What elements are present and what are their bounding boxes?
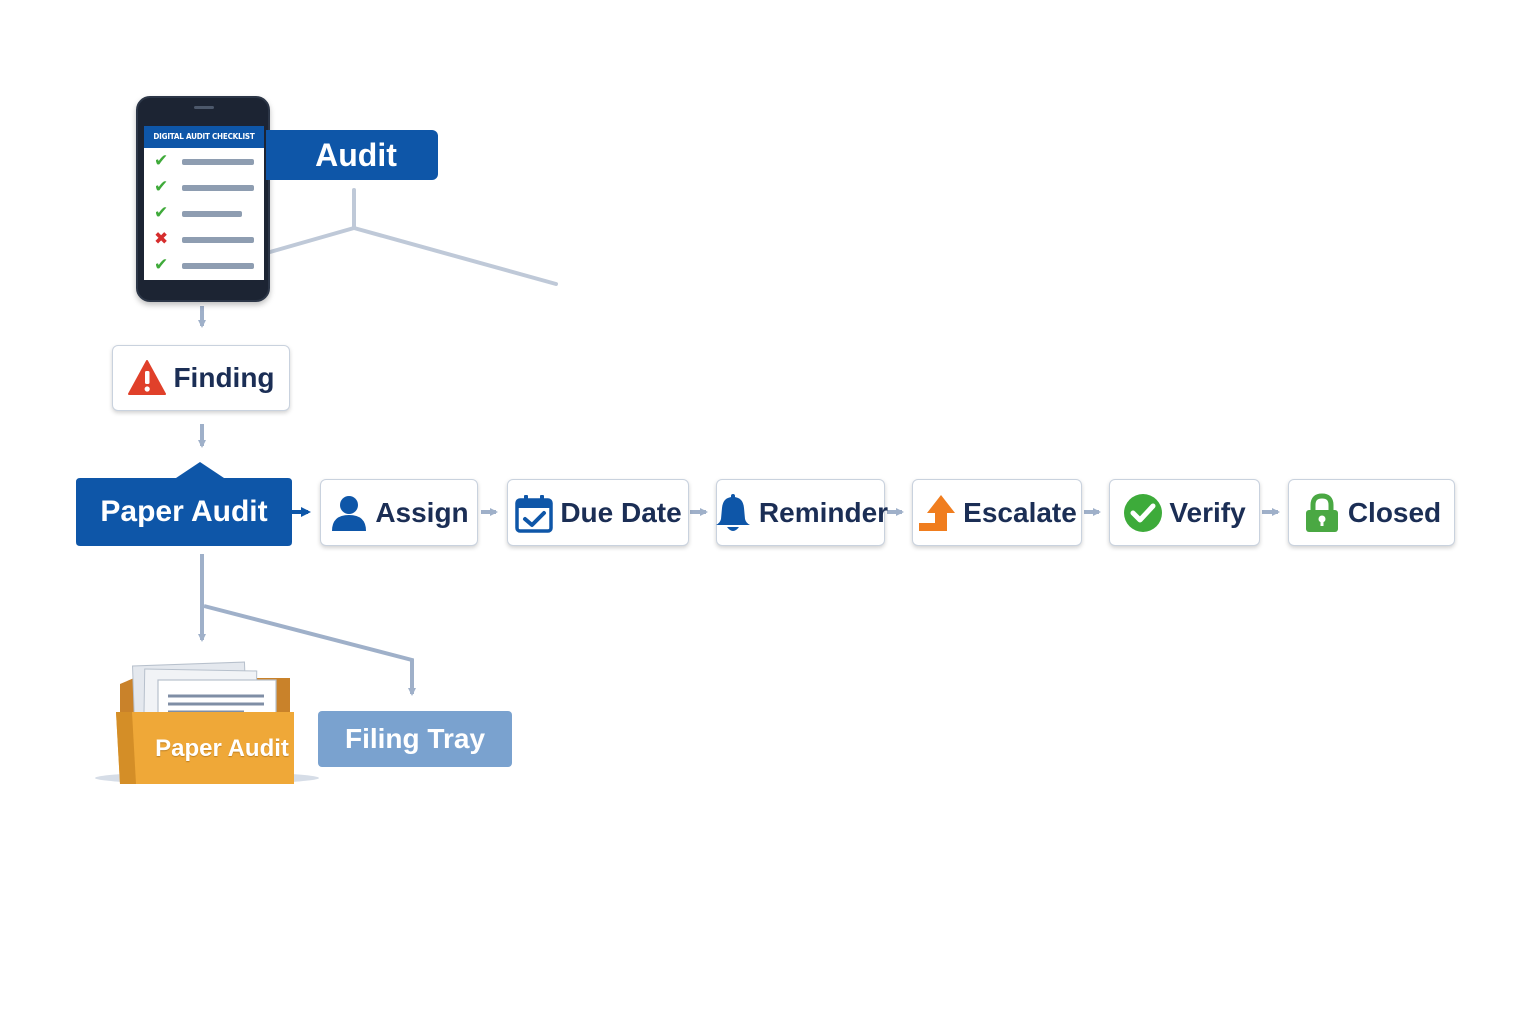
checklist-row: ✔: [144, 148, 264, 174]
phone-screen: DIGITAL AUDIT CHECKLIST ✔ ✔ ✔ ✖ ✔: [144, 126, 264, 280]
paper-audit-folder-icon: [95, 661, 319, 784]
checklist-row: ✔: [144, 174, 264, 200]
audit-branch-left: [268, 226, 356, 254]
reminder-label: Reminder: [758, 496, 889, 528]
check-circle-icon: [1124, 493, 1163, 532]
filing-tray-node[interactable]: Filing Tray: [318, 711, 512, 767]
warning-triangle-icon: [128, 360, 167, 395]
person-icon: [332, 495, 367, 531]
checklist: ✔ ✔ ✔ ✖ ✔: [144, 148, 264, 278]
paper-audit-node[interactable]: Paper Audit: [76, 462, 292, 546]
verify-node[interactable]: Verify: [1109, 479, 1260, 546]
escalate-node[interactable]: Escalate: [912, 479, 1082, 546]
phone-speaker: [194, 106, 214, 109]
check-icon: ✔: [154, 255, 169, 275]
finding-node[interactable]: Finding: [112, 345, 290, 411]
checklist-item-placeholder-line: [182, 159, 254, 165]
phone-device: DIGITAL AUDIT CHECKLIST ✔ ✔ ✔ ✖ ✔: [136, 96, 270, 302]
calendar-check-icon: [515, 494, 554, 533]
check-icon: ✔: [154, 203, 169, 223]
checklist-row: ✖: [144, 226, 264, 252]
audit-branch-right: [352, 226, 558, 286]
closed-label: Closed: [1347, 496, 1442, 528]
closed-node[interactable]: Closed: [1288, 479, 1455, 546]
checklist-item-placeholder-line: [182, 237, 254, 243]
checklist-item-placeholder-line: [182, 185, 254, 191]
due-date-label: Due Date: [560, 496, 682, 528]
due-date-node[interactable]: Due Date: [507, 479, 689, 546]
verify-label: Verify: [1169, 496, 1246, 528]
arrow-up-icon: [919, 494, 956, 531]
paper-audit-label: Paper Audit: [100, 495, 268, 528]
assign-node[interactable]: Assign: [320, 479, 478, 546]
assign-label: Assign: [375, 496, 469, 528]
folder-label: Paper Audit: [155, 735, 289, 762]
checklist-row: ✔: [144, 252, 264, 278]
escalate-label: Escalate: [963, 496, 1077, 528]
paper-audit-shape: [76, 462, 292, 546]
lock-icon: [1305, 492, 1338, 532]
check-icon: ✔: [154, 151, 169, 171]
checklist-row: ✔: [144, 200, 264, 226]
reminder-node[interactable]: Reminder: [715, 479, 889, 546]
checklist-item-placeholder-line: [182, 211, 242, 217]
check-icon: ✔: [154, 177, 169, 197]
checklist-item-placeholder-line: [182, 263, 254, 269]
audit-label-box[interactable]: Audit: [266, 130, 438, 180]
bell-icon: [715, 493, 750, 531]
checklist-header: DIGITAL AUDIT CHECKLIST: [144, 126, 264, 148]
paper-audit-branch-line: [203, 604, 416, 696]
cross-icon: ✖: [154, 229, 169, 249]
finding-label: Finding: [173, 362, 275, 393]
